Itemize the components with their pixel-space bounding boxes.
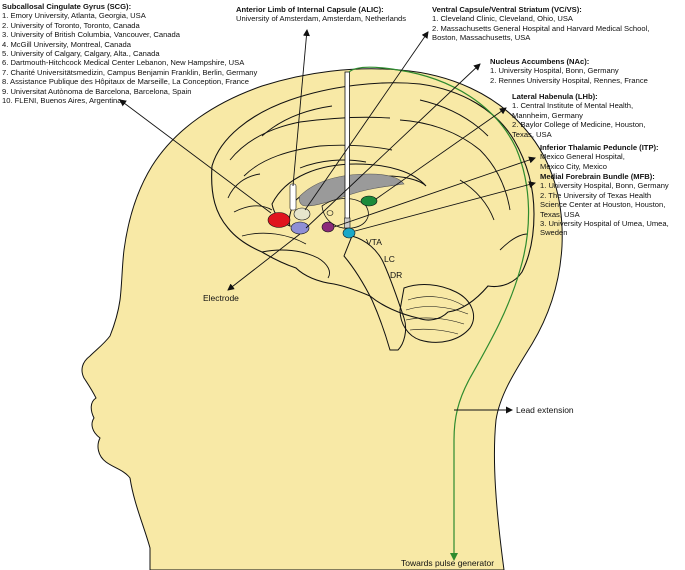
head-silhouette	[81, 68, 563, 570]
scg-item: 5. University of Calgary, Calgary, Alta.…	[2, 49, 160, 59]
scg-info: Subcallosal Cingulate Gyrus (SCG): 1. Em…	[2, 2, 257, 105]
vc-vs-title: Ventral Capsule/Ventral Striatum (VC/VS)…	[432, 5, 582, 14]
mfb-item: Sweden	[540, 228, 568, 238]
nac-item: 1. University Hospital, Bonn, Germany	[490, 66, 619, 76]
lhb-item: Mannheim, Germany	[512, 110, 583, 120]
scg-item: 1. Emory University, Atlanta, Georgia, U…	[2, 11, 146, 21]
scg-target	[267, 212, 291, 228]
lhb-item: Texas, USA	[512, 129, 552, 139]
mfb-item: 2. The University of Texas Health	[540, 190, 652, 200]
vta-label: VTA	[366, 237, 382, 247]
lead-extension-arrowhead	[450, 553, 458, 561]
lhb-title: Lateral Habenula (LHb):	[512, 92, 598, 101]
itp-item: Mexico City, Mexico	[540, 161, 607, 171]
nac-item: 2. Rennes University Hospital, Rennes, F…	[490, 75, 648, 85]
vc-vs-target	[293, 207, 311, 221]
nac-info: Nucleus Accumbens (NAc): 1. University H…	[490, 57, 648, 85]
electrode-label: Electrode	[203, 293, 239, 303]
mfb-target	[342, 227, 356, 239]
scg-item: 2. University of Toronto, Toronto, Canad…	[2, 20, 140, 30]
vc-vs-item: 2. Massachusetts General Hospital and Ha…	[432, 23, 650, 33]
cerebellum-folia	[405, 296, 469, 335]
alic-item: University of Amsterdam, Amsterdam, Neth…	[236, 14, 407, 24]
temporal-sulcus	[241, 232, 307, 245]
nac-title: Nucleus Accumbens (NAc):	[490, 57, 590, 66]
mfb-item: Texas, USA	[540, 209, 580, 219]
scg-item: 9. Universitat Autònoma de Barcelona, Ba…	[2, 86, 192, 96]
habenula-marker	[326, 210, 334, 216]
alic-title: Anterior Limb of Internal Capsule (ALIC)…	[236, 5, 384, 14]
brain-outline	[211, 82, 535, 321]
itp-title: Inferior Thalamic Peduncle (ITP):	[540, 143, 659, 152]
lateral-ventricle	[298, 173, 405, 207]
dr-label: DR	[390, 270, 403, 280]
scg-item: 7. Charité Universitätsmedizin, Campus B…	[2, 67, 258, 77]
vc-vs-item: 1. Cleveland Clinic, Cleveland, Ohio, US…	[432, 14, 573, 24]
itp-item: Mexico General Hospital,	[540, 152, 625, 162]
cerebellum	[399, 284, 474, 343]
itp-info: Inferior Thalamic Peduncle (ITP): Mexico…	[540, 143, 659, 171]
pointer-arrows	[119, 29, 536, 414]
vc-vs-info: Ventral Capsule/Ventral Striatum (VC/VS)…	[432, 5, 649, 43]
lhb-item: 2. Baylor College of Medicine, Houston,	[512, 120, 646, 130]
brainstem	[343, 235, 407, 351]
mfb-item: 3. University Hospital of Umea, Umea,	[540, 219, 669, 229]
itp-target	[321, 221, 335, 233]
alic-target	[289, 183, 297, 211]
scg-item: 8. Assistance Publique des Hôpitaux de M…	[2, 77, 249, 87]
mfb-item: 1. University Hospital, Bonn, Germany	[540, 181, 669, 191]
lhb-item: 1. Central Institute of Mental Health,	[512, 101, 634, 111]
scg-item: 6. Dartmouth-Hitchcock Medical Center Le…	[2, 58, 245, 68]
lead-extension-wire	[348, 66, 530, 556]
lhb-info: Lateral Habenula (LHb): 1. Central Insti…	[512, 92, 645, 139]
alic-info: Anterior Limb of Internal Capsule (ALIC)…	[236, 5, 406, 24]
pulse-generator-label: Towards pulse generator	[401, 558, 495, 568]
mfb-title: Medial Forebrain Bundle (MFB):	[540, 172, 655, 181]
lc-label: LC	[384, 254, 395, 264]
scg-title: Subcallosal Cingulate Gyrus (SCG):	[2, 2, 132, 11]
mfb-item: Science Center at Houston, Houston,	[540, 200, 666, 210]
mfb-info: Medial Forebrain Bundle (MFB): 1. Univer…	[540, 172, 669, 238]
lead-extension-label: Lead extension	[516, 405, 574, 415]
lhb-target	[360, 195, 378, 207]
vc-vs-item: Boston, Massachusetts, USA	[432, 33, 531, 43]
scg-item: 4. McGill University, Montreal, Canada	[2, 39, 131, 49]
scg-item: 3. University of British Columbia, Vanco…	[2, 30, 180, 40]
scg-item: 10. FLENI, Buenos Aires, Argentina	[2, 96, 122, 106]
